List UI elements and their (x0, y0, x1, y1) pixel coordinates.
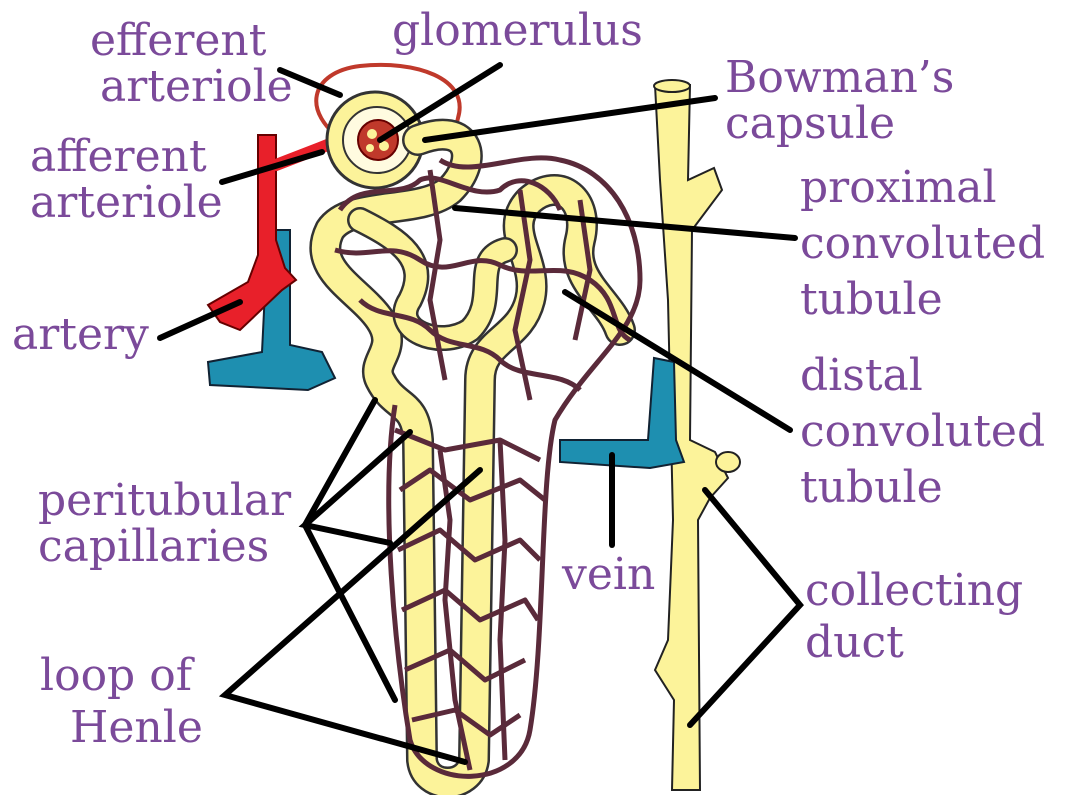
label-afferent-arteriole: afferent arteriole (30, 134, 223, 226)
leader-peritubular-capillaries (305, 400, 395, 700)
label-artery: artery (12, 312, 149, 358)
label-distal-convoluted-tubule: distal convoluted tubule (800, 348, 1045, 516)
leader-collecting-duct (690, 490, 800, 725)
leader-peritubular-capillaries-2 (305, 432, 410, 543)
label-peritubular-capillaries: peritubular capillaries (38, 478, 291, 570)
label-collecting-duct: collecting duct (805, 565, 1023, 669)
label-glomerulus: glomerulus (392, 8, 643, 54)
label-vein: vein (562, 552, 655, 598)
label-bowmans-capsule: Bowman’s capsule (725, 55, 954, 147)
label-loop-of-henle: loop of Henle (40, 650, 203, 754)
label-efferent-arteriole: efferent arteriole (90, 18, 293, 110)
label-proximal-convoluted-tubule: proximal convoluted tubule (800, 160, 1045, 328)
